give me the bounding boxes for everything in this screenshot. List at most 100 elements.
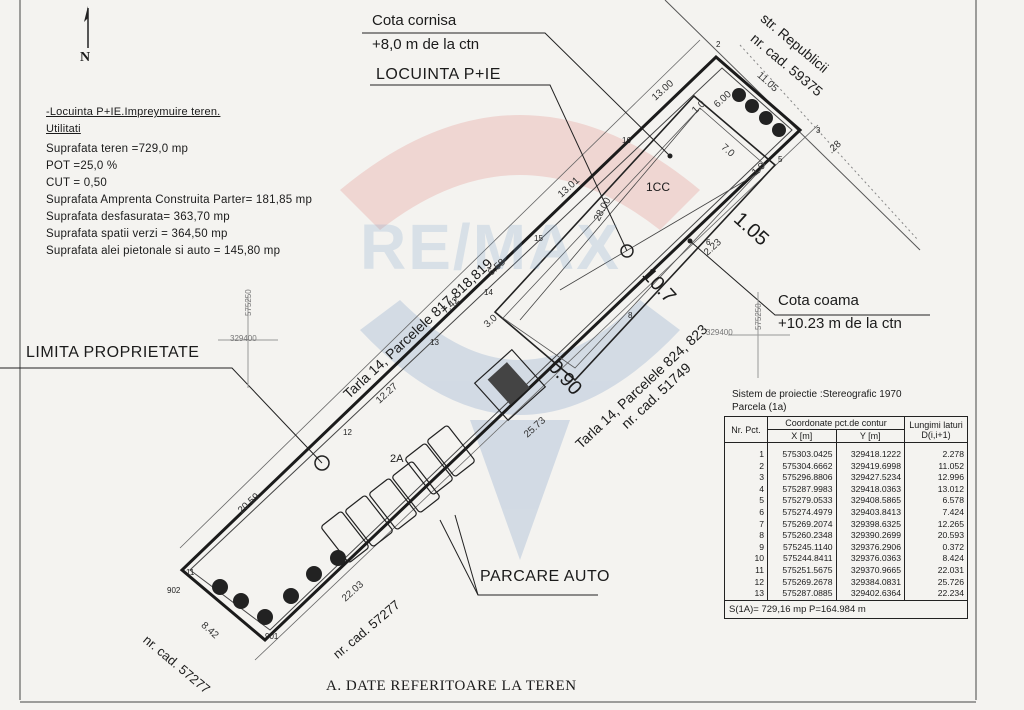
cell-nr: 5: [724, 495, 768, 507]
house-inner-outline: [502, 107, 766, 369]
note-line: POT =25,0 %: [46, 160, 118, 172]
cell-y: 329419.6998: [835, 460, 905, 473]
coord-tag: 329400: [230, 334, 257, 343]
cell-y: 329398.6325: [835, 518, 905, 531]
nw-dimension-line: [179, 39, 701, 549]
col-header-nr: Nr. Pct.: [724, 416, 768, 443]
parking-zone-label: 2A: [390, 453, 404, 465]
point-number: 14: [484, 288, 493, 297]
point-number: 11: [186, 568, 195, 577]
cell-nr: 12: [724, 576, 768, 589]
cell-y: 329376.2906: [835, 541, 905, 554]
parking-slots: [321, 425, 475, 563]
point-number: 13: [430, 338, 439, 347]
cell-y: 329427.5234: [835, 472, 905, 484]
point-number: 901: [265, 632, 279, 641]
cell-length: 13.012: [904, 483, 968, 496]
north-label: N: [80, 50, 91, 65]
cell-length: 6.578: [904, 495, 968, 507]
cell-nr: 9: [724, 541, 768, 554]
cell-nr: 2: [724, 460, 768, 473]
parcel-boundary: [179, 54, 803, 643]
cell-x: 575274.4979: [767, 506, 837, 519]
cell-y: 329384.0831: [835, 576, 905, 589]
lot-label: 1CC: [646, 180, 671, 194]
note-line: Suprafata teren =729,0 mp: [46, 143, 189, 155]
notes-title: -Locuinta P+IE.Impreymuire teren.: [46, 106, 221, 118]
se-dimension-line: [254, 124, 819, 661]
cota-cornisa-label: Cota cornisa: [372, 12, 457, 29]
cell-length: 7.424: [904, 506, 968, 519]
parcel-inner-line: [189, 67, 793, 631]
cell-y: 329418.1222: [835, 442, 905, 461]
section-title: A. DATE REFERITOARE LA TEREN: [326, 678, 577, 694]
cell-x: 575244.8411: [767, 553, 837, 565]
cell-nr: 3: [724, 472, 768, 484]
tree-icons: [212, 88, 786, 625]
cell-nr: 10: [724, 553, 768, 565]
cell-y: 329390.2699: [835, 530, 905, 542]
cell-nr: 1: [724, 442, 768, 461]
cota-coama-value: +10.23 m de la ctn: [778, 315, 902, 332]
col-header-coord: Coordonate pct.de contur: [767, 416, 905, 430]
table-footer: S(1A)= 729,16 mp P=164.984 m: [724, 599, 968, 619]
cell-nr: 4: [724, 483, 768, 496]
cell-x: 575304.6662: [767, 460, 837, 473]
stairs-block: [473, 348, 547, 422]
cell-x: 575287.0885: [767, 588, 837, 601]
coordinates-table: Nr. Pct. Coordonate pct.de contur Lungim…: [724, 416, 968, 620]
point-number: 12: [343, 428, 352, 437]
cell-x: 575303.0425: [767, 442, 837, 461]
cell-y: 329402.6364: [835, 588, 905, 601]
cell-length: 25.726: [904, 576, 968, 589]
cell-y: 329376.0363: [835, 553, 905, 565]
notes-subtitle: Utilitati: [46, 123, 81, 135]
street-offset-line: [739, 44, 919, 241]
point-number: 2: [716, 40, 721, 49]
locuinta-label: LOCUINTA P+IE: [376, 66, 501, 83]
parcare-auto-label: PARCARE AUTO: [480, 568, 610, 585]
point-number: 902: [167, 586, 181, 595]
note-line: CUT = 0,50: [46, 177, 107, 189]
cota-cornisa-value: +8,0 m de la ctn: [372, 36, 480, 53]
cell-nr: 6: [724, 506, 768, 519]
point-number: 8: [628, 311, 633, 320]
coord-tag: 575250: [754, 303, 763, 330]
col-header-length: Lungimi laturi D(i,i+1): [904, 416, 968, 443]
point-number: 5: [778, 155, 783, 164]
cell-x: 575279.0533: [767, 495, 837, 507]
cell-length: 22.031: [904, 564, 968, 577]
grid-cross-marks: [218, 292, 790, 388]
watermark-logo: [340, 115, 700, 560]
note-line: Suprafata alei pietonale si auto = 145,8…: [46, 245, 281, 257]
cell-x: 575287.9983: [767, 483, 837, 496]
cell-y: 329403.8413: [835, 506, 905, 519]
cell-length: 8.424: [904, 553, 968, 565]
point-number: 3: [816, 126, 821, 135]
cell-nr: 13: [724, 588, 768, 601]
house-marker-icon: [620, 244, 634, 258]
cell-length: 20.593: [904, 530, 968, 542]
leader-lines: [0, 32, 930, 596]
col-header-y: Y [m]: [835, 429, 905, 443]
parcel-caption: Parcela (1a): [732, 402, 787, 413]
cell-length: 11.052: [904, 460, 968, 473]
point-number: 6: [706, 238, 711, 247]
limita-proprietate-label: LIMITA PROPRIETATE: [26, 344, 200, 361]
cell-y: 329408.5865: [835, 495, 905, 507]
cell-length: 0.372: [904, 541, 968, 554]
